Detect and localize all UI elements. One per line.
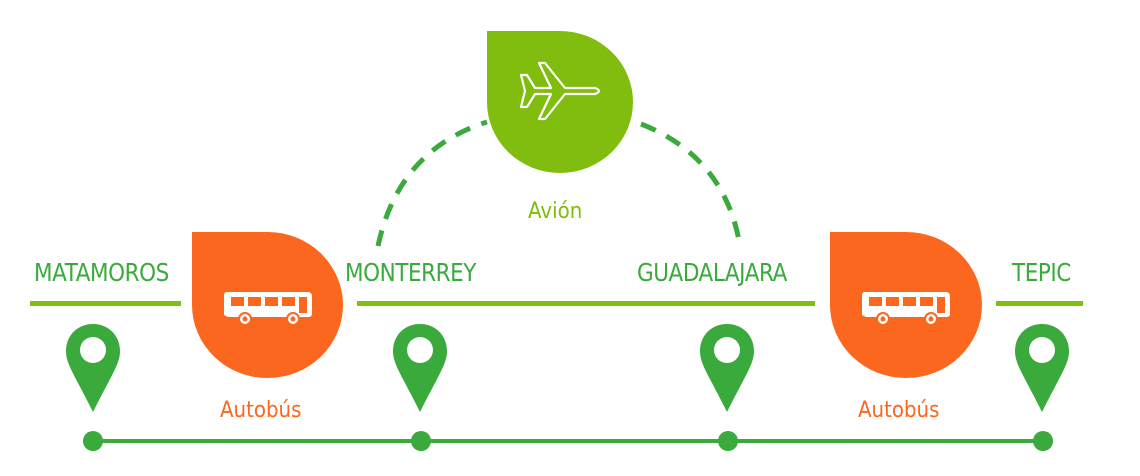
airplane-icon — [519, 61, 601, 121]
transport-badge-plane — [487, 31, 633, 173]
transport-mode-label-bus-1: Autobús — [220, 398, 302, 423]
timeline-dot-monterrey — [411, 431, 431, 451]
city-label-monterrey: MONTERREY — [345, 258, 477, 287]
transport-badge-bus-2 — [830, 232, 982, 378]
location-pin-icon — [700, 324, 754, 412]
timeline-dot-tepic — [1033, 431, 1053, 451]
bus-icon — [223, 292, 312, 326]
timeline-dot-matamoros — [83, 431, 103, 451]
transport-badge-bus-1 — [192, 232, 343, 378]
route-line-tepic — [996, 301, 1083, 306]
timeline-dot-guadalajara — [718, 431, 738, 451]
bus-icon — [861, 292, 950, 326]
location-pin-icon — [66, 324, 120, 412]
city-label-guadalajara: GUADALAJARA — [637, 258, 787, 287]
transport-mode-label-bus-2: Autobús — [858, 398, 940, 423]
timeline-line — [92, 439, 1043, 443]
location-pin-icon — [393, 324, 447, 412]
city-label-tepic: TEPIC — [1012, 258, 1071, 287]
city-label-matamoros: MATAMOROS — [34, 258, 169, 287]
location-pin-icon — [1015, 324, 1069, 412]
route-line-matamoros — [30, 301, 181, 306]
route-line-monterrey-guadalajara — [357, 301, 815, 306]
transport-mode-label-plane: Avión — [528, 199, 583, 224]
